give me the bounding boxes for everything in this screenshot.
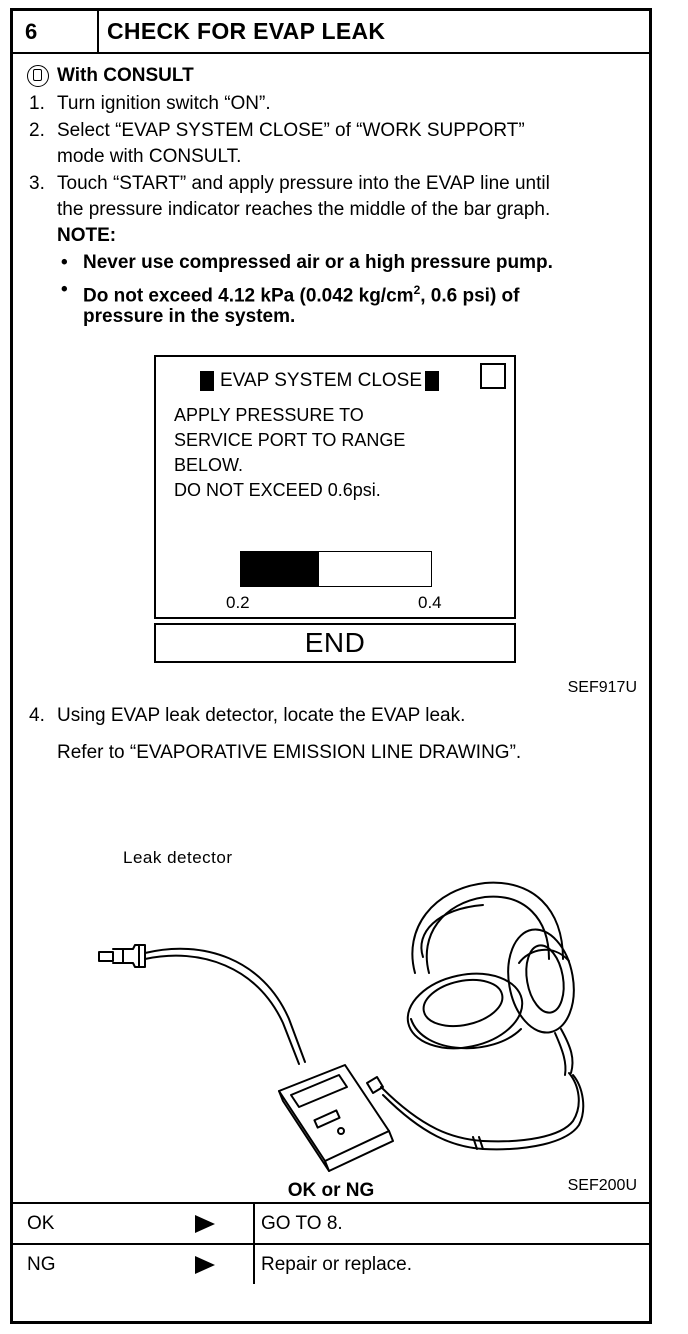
screen-marker-left-icon <box>200 371 214 391</box>
step-2-line2: mode with CONSULT. <box>57 146 242 167</box>
result-label: OK <box>27 1213 55 1234</box>
step-title: CHECK FOR EVAP LEAK <box>107 18 386 44</box>
mode-prefix: With <box>57 65 98 86</box>
note-b2-part-a: Do not exceed 4.12 kPa (0.042 kg/cm <box>83 285 414 307</box>
note-label: NOTE: <box>57 225 117 246</box>
headphone-cord <box>380 1072 580 1143</box>
mode-line: With CONSULT <box>27 64 194 88</box>
step-3-number: 3. <box>29 173 45 194</box>
bullet-icon: • <box>61 252 68 273</box>
step-1-text: Turn ignition switch “ON”. <box>57 93 271 114</box>
leak-detector-illustration <box>98 881 585 1172</box>
step-4-number: 4. <box>29 705 45 726</box>
row-divider <box>253 1204 255 1243</box>
consult-screen: EVAP SYSTEM CLOSE APPLY PRESSURE TO SERV… <box>154 355 516 619</box>
screen-line-3: BELOW. <box>174 455 244 475</box>
step-3-line2: the pressure indicator reaches the middl… <box>57 199 551 220</box>
result-row-ng: NG Repair or replace. <box>13 1243 649 1284</box>
step-4-text: Using EVAP leak detector, locate the EVA… <box>57 705 466 726</box>
note-bullet-2-text: Do not exceed 4.12 kPa (0.042 kg/cm2, 0.… <box>83 277 520 309</box>
screen-title: EVAP SYSTEM CLOSE <box>220 370 423 391</box>
result-action: Repair or replace. <box>261 1254 413 1275</box>
bullet-icon: • <box>61 279 68 300</box>
leak-detector-label: Leak detector <box>123 848 233 867</box>
mode-name: CONSULT <box>103 65 194 86</box>
left-ear-cup <box>406 972 524 1050</box>
screen-marker-right-icon <box>425 371 440 391</box>
screen-line-1: APPLY PRESSURE TO <box>174 405 364 425</box>
bar-max-label: 0.4 <box>418 593 442 612</box>
probe-connector <box>98 951 114 962</box>
note-b2-part-b: , 0.6 psi) of <box>420 285 520 307</box>
step-4-refer-text: Refer to “EVAPORATIVE EMISSION LINE DRAW… <box>57 742 522 763</box>
result-label: NG <box>27 1254 56 1275</box>
screen-title-bar: EVAP SYSTEM CLOSE <box>200 369 440 393</box>
result-action: GO TO 8. <box>261 1213 343 1234</box>
step-header: 6 CHECK FOR EVAP LEAK <box>13 11 649 54</box>
bar-min-label: 0.2 <box>226 593 250 612</box>
consult-icon <box>27 65 49 87</box>
probe-hose <box>144 947 306 1063</box>
step-number: 6 <box>13 11 99 52</box>
verdict-heading: OK or NG <box>287 1180 375 1201</box>
screen-line-4: DO NOT EXCEED 0.6psi. <box>174 480 381 500</box>
note-b2-superscript: 2 <box>413 283 421 297</box>
end-button[interactable]: END <box>154 623 516 663</box>
figure-code-1: SEF917U <box>567 679 637 696</box>
step-2-number: 2. <box>29 120 45 141</box>
arrow-right-icon <box>195 1215 215 1233</box>
headphone-band <box>411 881 564 974</box>
screen-checkbox <box>480 363 506 389</box>
note-bullet-2-line2: pressure in the system. <box>83 306 296 327</box>
step-3-line1: Touch “START” and apply pressure into th… <box>57 173 550 194</box>
note-bullet-1-text: Never use compressed air or a high press… <box>83 252 553 273</box>
step-2-line1: Select “EVAP SYSTEM CLOSE” of “WORK SUPP… <box>57 120 525 141</box>
right-ear-cup <box>507 928 575 1034</box>
result-row-ok: OK GO TO 8. <box>13 1202 649 1243</box>
step-1-number: 1. <box>29 93 45 114</box>
screen-line-2: SERVICE PORT TO RANGE <box>174 430 406 450</box>
arrow-right-icon <box>195 1256 215 1274</box>
pressure-bar-fill <box>241 552 319 586</box>
row-divider <box>253 1245 255 1284</box>
procedure-frame: 6 CHECK FOR EVAP LEAK With CONSULT 1. Tu… <box>10 8 652 1324</box>
figure-code-2: SEF200U <box>567 1177 637 1194</box>
pressure-bar-graph <box>240 551 432 587</box>
